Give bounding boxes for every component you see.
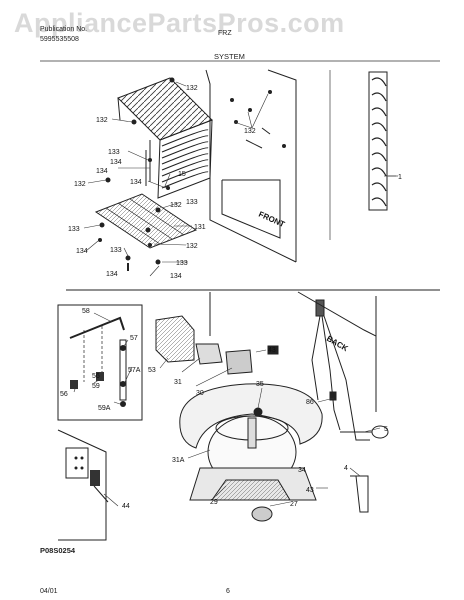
callout-27: 27 — [290, 501, 298, 508]
callout-34: 34 — [298, 467, 306, 474]
defrost-inset — [57, 304, 143, 421]
callout-53: 53 — [148, 367, 156, 374]
callout-35: 35 — [256, 381, 264, 388]
callout-15: 15 — [178, 171, 186, 178]
callout-132: 132 — [170, 202, 182, 209]
callout-133: 133 — [108, 149, 120, 156]
callout-57a: 57A — [128, 367, 141, 374]
callout-134: 134 — [106, 271, 118, 278]
callout-59a: 59A — [98, 405, 111, 412]
front-label: FRONT — [257, 210, 286, 229]
back-label: BACK — [325, 334, 350, 353]
callout-4: 4 — [344, 465, 348, 472]
callout-44: 44 — [122, 503, 130, 510]
callout-134: 134 — [130, 179, 142, 186]
condenser-coil — [368, 71, 398, 211]
callout-133: 133 — [186, 199, 198, 206]
watermark: AppliancePartsPros.com — [14, 8, 345, 38]
leader-lines-top — [83, 81, 396, 277]
leader-lines-bottom — [73, 312, 381, 507]
back-wall — [209, 291, 389, 513]
evaporator-coil — [117, 77, 213, 199]
callout-134: 134 — [110, 159, 122, 166]
evaporator-cover — [94, 193, 198, 249]
footer-date: 04/01 — [40, 588, 58, 595]
callout-132: 132 — [96, 117, 108, 124]
page-number: 6 — [226, 588, 230, 595]
callout-133: 133 — [110, 247, 122, 254]
callout-56: 56 — [60, 391, 68, 398]
callout-131: 131 — [194, 224, 206, 231]
section-title: SYSTEM — [214, 52, 245, 61]
publication-number: 5995535508 — [40, 36, 79, 43]
callout-57: 57 — [130, 335, 138, 342]
callout-86: 86 — [306, 399, 314, 406]
fastener-group-top — [98, 77, 286, 271]
callout-31: 31 — [174, 379, 182, 386]
figure-id: P08S0254 — [40, 546, 76, 555]
callout-134: 134 — [170, 273, 182, 280]
model-label: FRZ — [218, 30, 232, 37]
callout-58: 58 — [82, 308, 90, 315]
callout-29: 29 — [210, 499, 218, 506]
cabinet-outline — [205, 69, 331, 263]
callout-43: 43 — [268, 347, 276, 354]
callout-134: 134 — [96, 168, 108, 175]
callout-43: 43 — [306, 487, 314, 494]
callout-133: 133 — [176, 260, 188, 267]
compressor — [179, 383, 323, 522]
callout-132: 132 — [186, 243, 198, 250]
callout-133: 133 — [68, 226, 80, 233]
callout-1: 1 — [398, 174, 402, 181]
relay-assembly — [155, 299, 370, 441]
callout-134: 134 — [76, 248, 88, 255]
callout-56: 56 — [92, 373, 100, 380]
callout-132: 132 — [74, 181, 86, 188]
callout-31a: 31A — [172, 457, 185, 464]
callout-5: 5 — [384, 426, 388, 433]
callout-59: 59 — [92, 383, 100, 390]
outlet-inset — [57, 429, 119, 541]
callout-132: 132 — [244, 128, 256, 135]
callout-132: 132 — [186, 85, 198, 92]
callout-30: 30 — [196, 390, 204, 397]
publication-label: Publication No. — [40, 26, 88, 33]
